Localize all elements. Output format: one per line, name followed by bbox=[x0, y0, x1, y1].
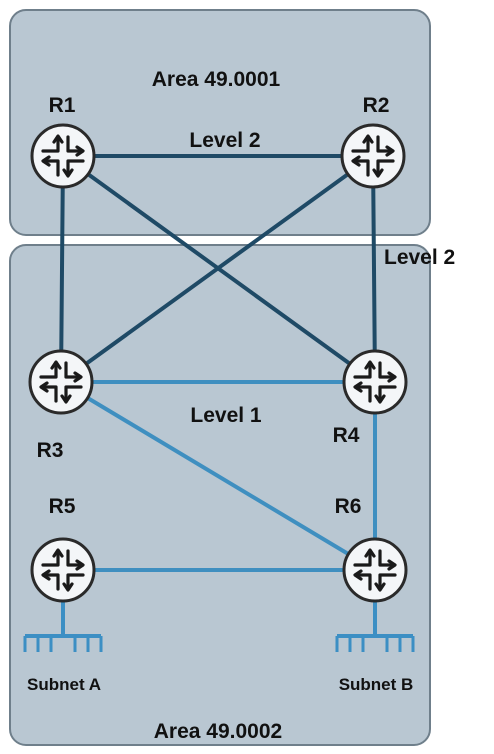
router-r6-icon bbox=[342, 537, 408, 603]
level2-right-label: Level 2 bbox=[384, 246, 455, 269]
subnet-b-icon bbox=[335, 601, 415, 652]
router-r4-icon bbox=[342, 349, 408, 415]
router-r5-icon bbox=[30, 537, 96, 603]
link-r2-r3 bbox=[59, 154, 375, 384]
router-r1-label: R1 bbox=[49, 94, 76, 117]
subnet-a-label: Subnet A bbox=[27, 675, 101, 694]
link-r2-r4 bbox=[371, 154, 377, 384]
link-r1-r3 bbox=[59, 154, 65, 384]
level1-label: Level 1 bbox=[190, 404, 262, 427]
area-bottom-label: Area 49.0002 bbox=[154, 720, 282, 743]
router-r3-label: R3 bbox=[37, 439, 64, 462]
router-r3-icon bbox=[28, 349, 94, 415]
router-r2-label: R2 bbox=[363, 94, 390, 117]
area-49-0001-box bbox=[9, 9, 431, 236]
router-r6-label: R6 bbox=[335, 495, 362, 518]
router-r1-icon bbox=[30, 123, 96, 189]
routers-layer bbox=[28, 123, 408, 603]
link-r3-r6 bbox=[59, 380, 377, 572]
level2-top-label: Level 2 bbox=[189, 129, 260, 152]
router-r4-label: R4 bbox=[333, 424, 360, 447]
subnet-a-icon bbox=[23, 601, 103, 652]
subnet-b-label: Subnet B bbox=[339, 675, 414, 694]
area-49-0002-box bbox=[9, 244, 431, 746]
area-top-label: Area 49.0001 bbox=[152, 68, 281, 91]
router-r5-label: R5 bbox=[49, 495, 76, 518]
router-r2-icon bbox=[340, 123, 406, 189]
